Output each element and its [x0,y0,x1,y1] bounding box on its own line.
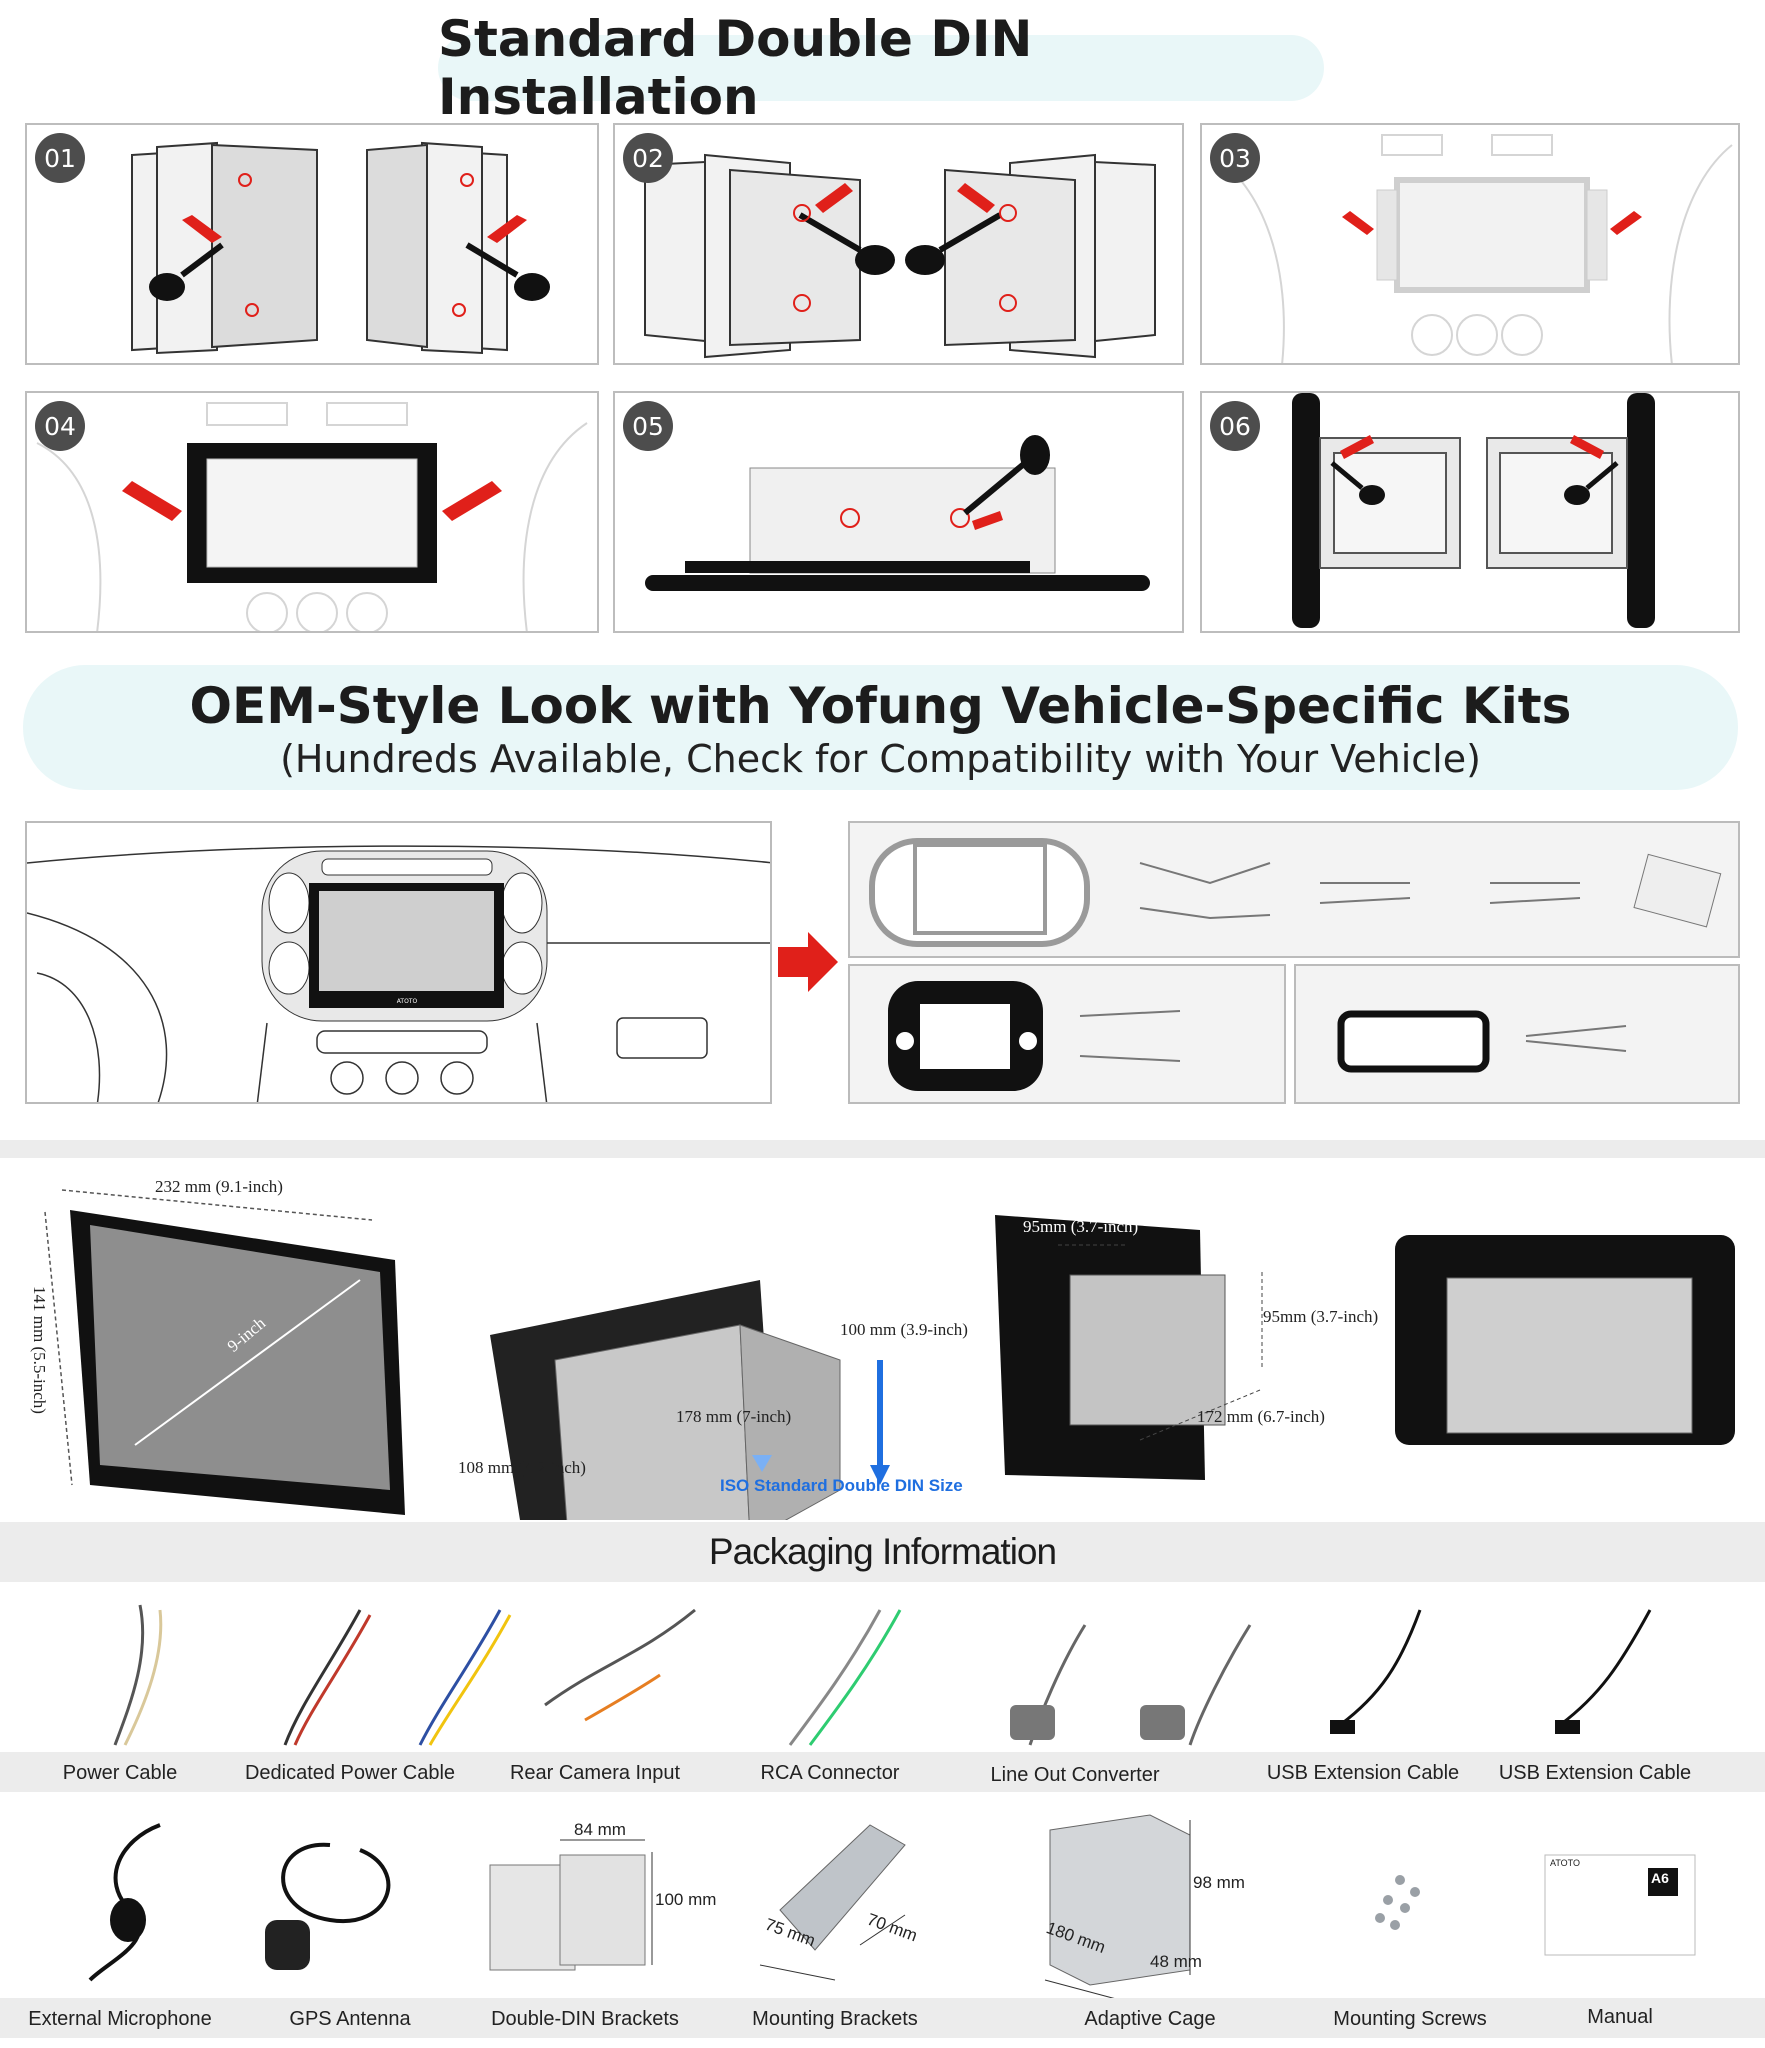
oem-subtitle: (Hundreds Available, Check for Compatibi… [280,737,1481,781]
dimension-drawings [44,1189,1735,1520]
pack-label-usb-extension-cable-1: USB Extension Cable [1266,1762,1460,1784]
dashboard-illustration: ATOTO [25,821,772,1104]
dim-screen-width: 232 mm (9.1-inch) [155,1177,283,1196]
step-01-panel: 01 [25,123,599,365]
packaging-title: Packaging Information [0,1522,1765,1582]
step-badge: 04 [35,401,85,451]
dim-rear-height: 95mm (3.7-inch) [1263,1307,1379,1326]
step-01-illustration [131,141,550,355]
pack-label-double-din-brackets: Double-DIN Brackets [491,2008,679,2030]
step-badge: 03 [1210,133,1260,183]
step-badge: 06 [1210,401,1260,451]
step-04-panel: 04 [25,391,599,633]
step-05-illustration [645,435,1150,591]
kit-panel-1 [848,821,1740,958]
step-03-panel: 03 [1200,123,1740,365]
dim-rear-width: 95mm (3.7-inch) [1023,1217,1139,1236]
pack-label-line-out-converter: Line Out Converter [990,1764,1160,1786]
pack-label-rear-camera-input: Rear Camera Input [509,1762,681,1784]
pack-label-external-microphone: External Microphone [28,2008,212,2030]
step-06-panel: 06 [1200,391,1740,633]
oem-banner: OEM-Style Look with Yofung Vehicle-Speci… [23,665,1738,790]
manual-brand: ATOTO [1550,1858,1581,1868]
pack-label-mounting-screws: Mounting Screws [1333,2008,1487,2030]
step-badge: 01 [35,133,85,183]
pack-label-manual: Manual [1587,2006,1653,2028]
pack-label-mounting-brackets: Mounting Brackets [752,2008,918,2030]
pack-label-gps-antenna: GPS Antenna [289,2008,411,2030]
dim-screen-height: 141 mm (5.5-inch) [29,1286,49,1414]
dim-rear-depth: 172 mm (6.7-inch) [1197,1407,1325,1426]
step-05-panel: 05 [613,391,1184,633]
packaging-row2-label-band [0,1998,1765,2038]
kit-panel-3 [1294,964,1740,1104]
iso-standard-label: ISO Standard Double DIN Size [720,1476,963,1495]
bracket-dim-height: 100 mm [655,1890,717,1909]
cage-dim-height: 98 mm [1193,1873,1245,1892]
dim-depth: 100 mm (3.9-inch) [840,1320,968,1339]
packaging-row1-illustrations [113,1604,1652,1746]
step-02-illustration [644,153,1156,359]
pack-label-usb-extension-cable-2: USB Extension Cable [1498,1762,1692,1784]
cage-dim-depth: 48 mm [1150,1952,1202,1971]
packaging-row2-illustrations [88,1814,1696,2001]
dim-din-height: 108 mm (4.2-inch) [458,1458,586,1477]
packaging-row1-label-band [0,1752,1765,1792]
step-badge: 02 [623,133,673,183]
step-badge: 05 [623,401,673,451]
step-03-illustration [1211,134,1733,363]
manual-model: A6 [1651,1870,1669,1886]
pack-label-adaptive-cage: Adaptive Cage [1084,2008,1216,2030]
dim-din-width: 178 mm (7-inch) [676,1407,792,1426]
step-06-illustration [1292,393,1655,628]
arrow-right-icon [778,932,838,992]
pack-label-dedicated-power-cable: Dedicated Power Cable [244,1762,456,1784]
installation-title: Standard Double DIN Installation [438,10,1324,126]
step-02-panel: 02 [613,123,1184,365]
bracket-dim-width: 84 mm [574,1820,626,1839]
pack-label-power-cable: Power Cable [62,1762,178,1784]
section-divider [0,1140,1765,1158]
dash-brand: ATOTO [397,998,418,1005]
kit-panel-2 [848,964,1286,1104]
pack-label-rca-connector: RCA Connector [760,1762,900,1784]
oem-title: OEM-Style Look with Yofung Vehicle-Speci… [189,677,1572,735]
step-04-illustration [36,402,588,631]
